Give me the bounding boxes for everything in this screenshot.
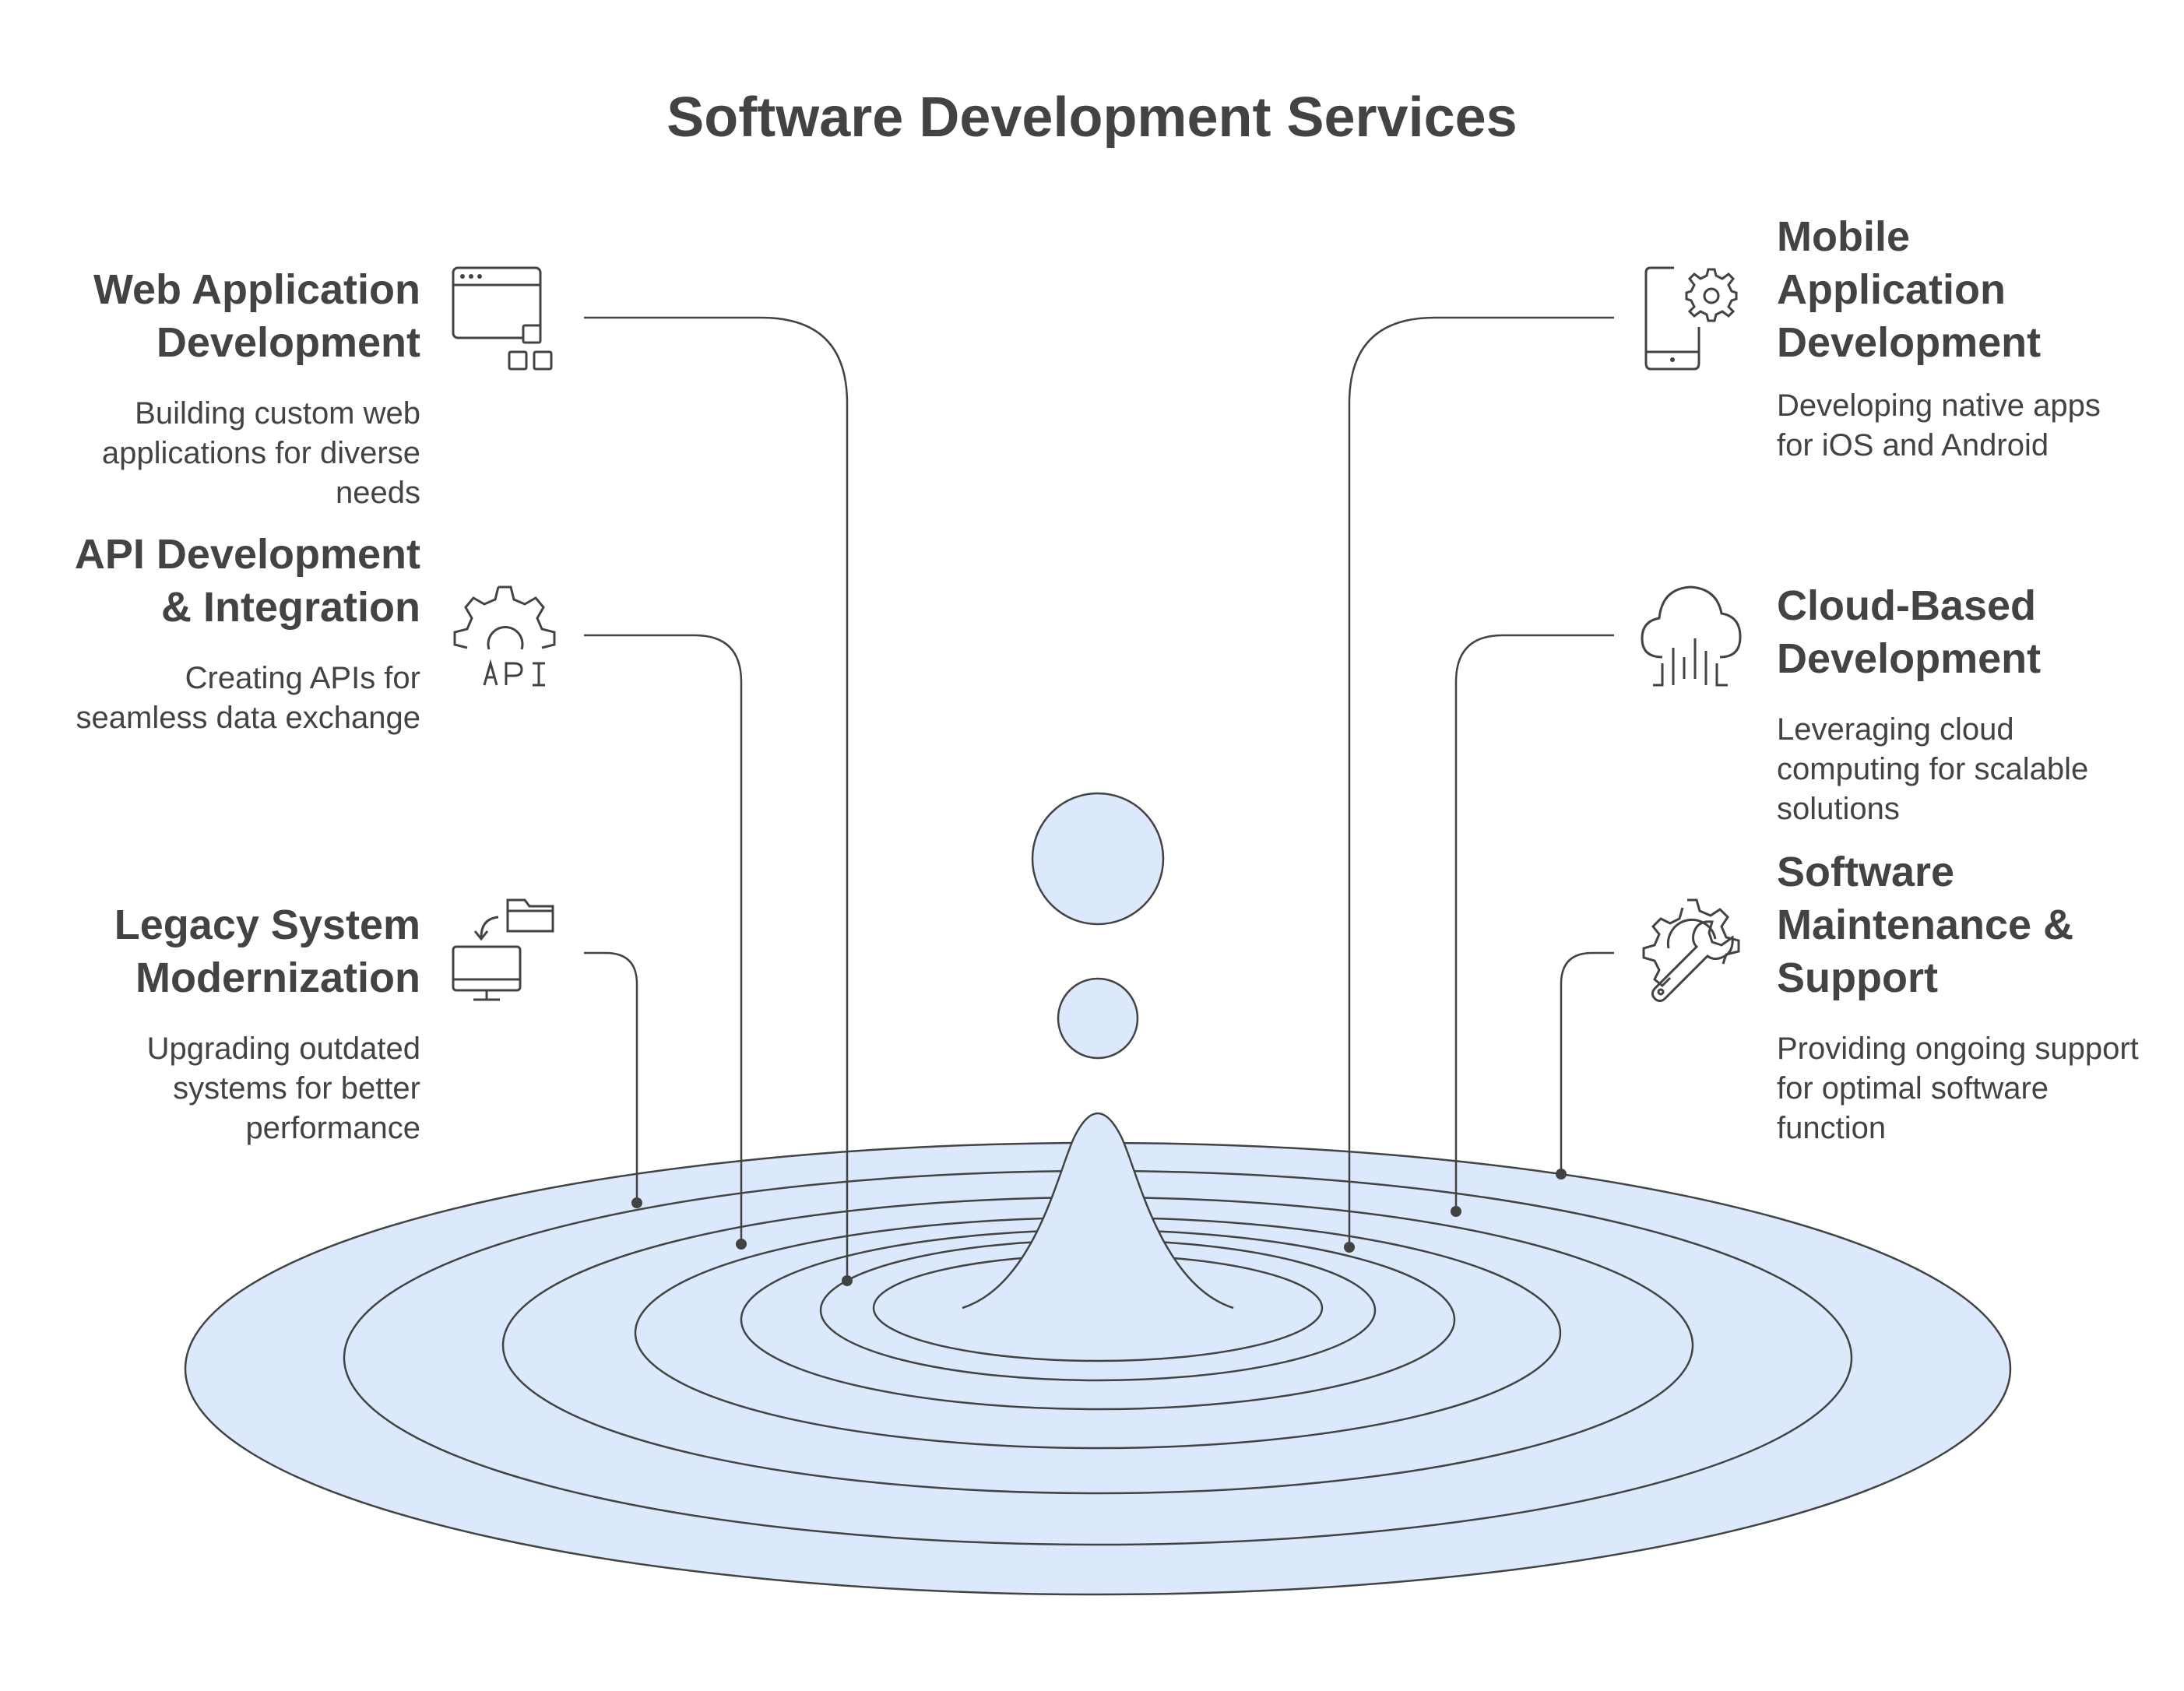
service-description: Creating APIs for seamless data exchange xyxy=(76,661,421,735)
connector-cloud xyxy=(1454,634,1614,1211)
connector-mobile xyxy=(1348,316,1614,1247)
wrench-gear-icon xyxy=(1639,897,1743,1003)
service-title: Web Application Development xyxy=(93,266,420,366)
service-legacy-modernization: Legacy System Modernization Upgrading ou… xyxy=(62,898,420,1148)
service-web-application: Web Application Development Building cus… xyxy=(62,263,420,513)
page-title: Software Development Services xyxy=(666,86,1518,149)
web-browser-icon xyxy=(450,265,556,372)
droplet-large xyxy=(1031,792,1165,926)
api-gear-icon xyxy=(450,582,556,691)
service-title: Software Maintenance & Support xyxy=(1777,849,2074,1001)
service-description: Developing native apps for iOS and Andro… xyxy=(1777,388,2101,462)
connector-dot-maintenance xyxy=(1556,1169,1567,1179)
legacy-monitor-folder-icon xyxy=(450,895,556,1004)
service-description: Providing ongoing support for optimal so… xyxy=(1777,1032,2139,1145)
service-description: Building custom web applications for div… xyxy=(101,396,420,510)
service-title: Mobile Application Development xyxy=(1777,213,2042,366)
service-description: Upgrading outdated systems for better pe… xyxy=(146,1032,420,1145)
connector-maintenance xyxy=(1560,951,1614,1174)
connector-dot-legacy xyxy=(631,1197,642,1208)
service-maintenance-support: Software Maintenance & Support Providing… xyxy=(1777,846,2143,1148)
connector-dot-mobile xyxy=(1344,1242,1355,1253)
mobile-gear-icon xyxy=(1643,265,1738,372)
service-api-development: API Development & Integration Creating A… xyxy=(62,528,420,738)
service-title: Cloud-Based Development xyxy=(1777,582,2042,682)
connector-dot-web xyxy=(842,1275,853,1286)
connector-dot-cloud xyxy=(1451,1206,1461,1217)
droplet-small xyxy=(1057,977,1139,1060)
service-title: Legacy System Modernization xyxy=(114,902,420,1001)
connector-web xyxy=(584,316,849,1281)
connector-dot-api xyxy=(736,1239,747,1250)
droplet-splash xyxy=(962,1112,1234,1310)
connector-api xyxy=(584,634,743,1244)
connector-legacy xyxy=(584,951,638,1203)
service-cloud-based: Cloud-Based Development Leveraging cloud… xyxy=(1777,579,2143,829)
service-description: Leveraging cloud computing for scalable … xyxy=(1777,712,2089,826)
service-mobile-application: Mobile Application Development Developin… xyxy=(1777,210,2143,466)
cloud-circuit-icon xyxy=(1639,582,1743,687)
service-title: API Development & Integration xyxy=(74,531,420,631)
